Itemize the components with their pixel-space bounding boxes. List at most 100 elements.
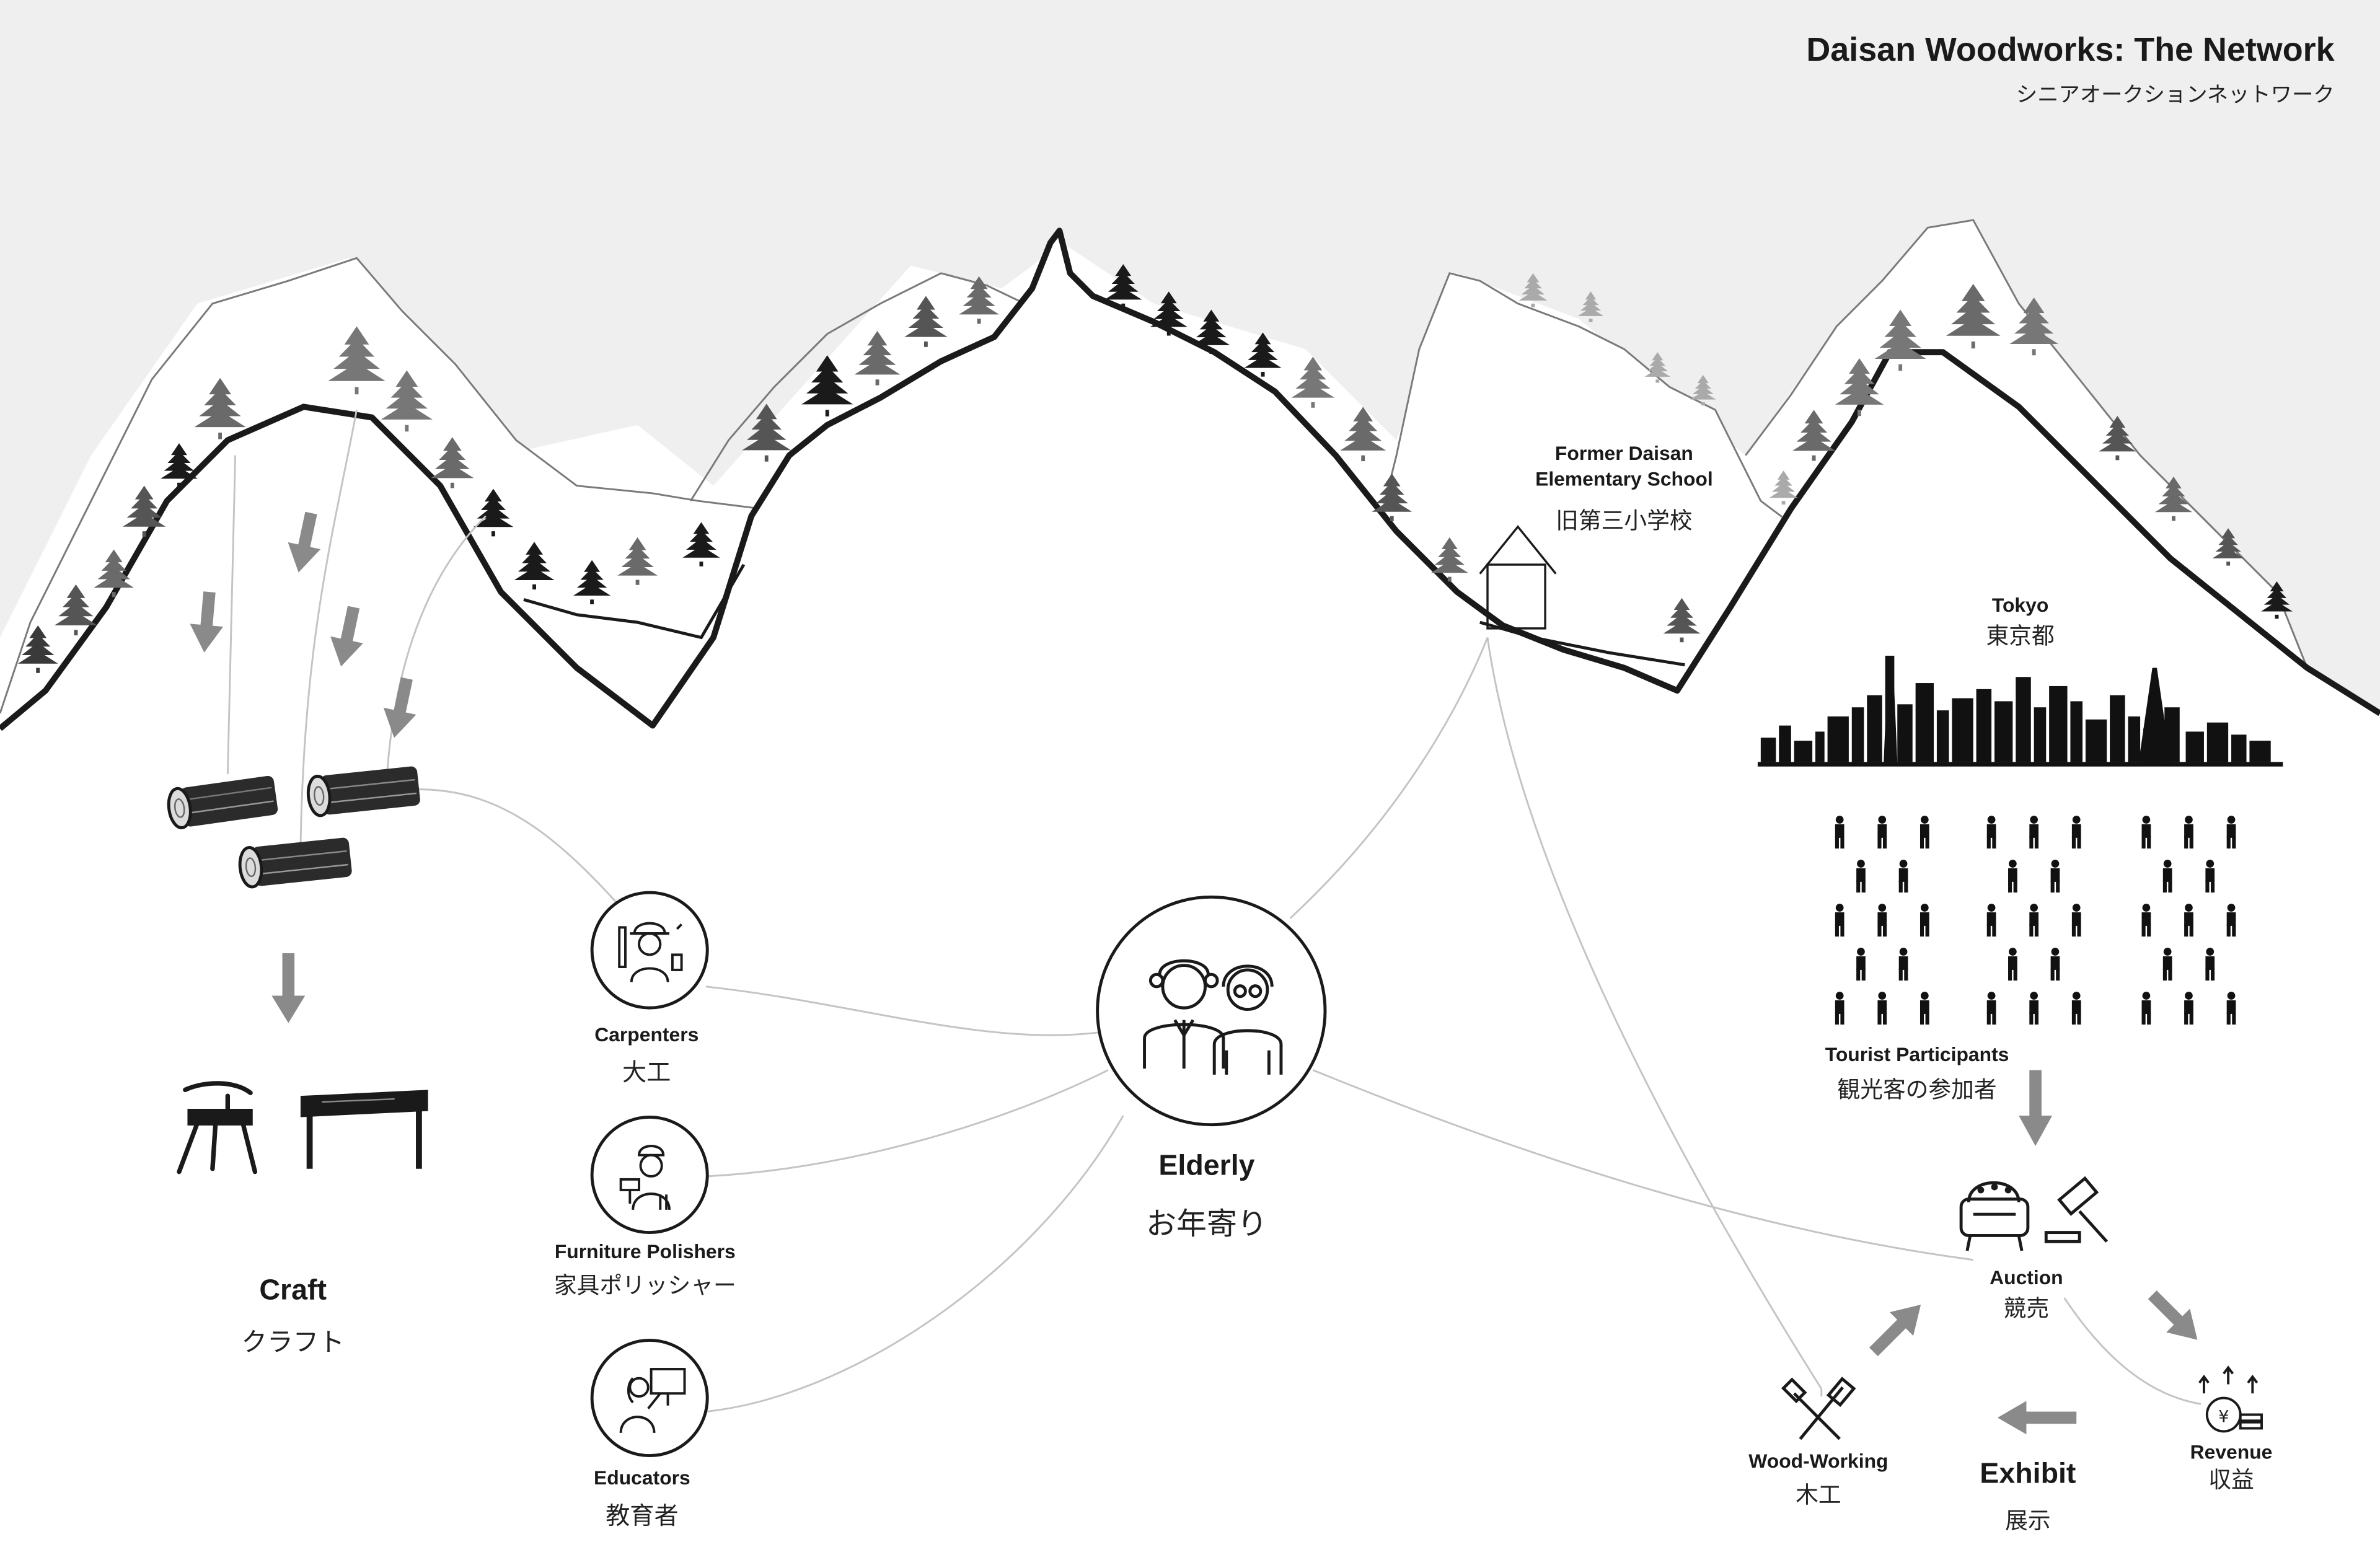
person-icon (2071, 816, 2081, 848)
polisher-node (590, 1116, 709, 1235)
tokyo-label: Tokyo (1991, 593, 2049, 617)
carpenter-label-block: Carpenters 大工 (555, 1023, 738, 1088)
educator-node (590, 1339, 709, 1458)
arrow-icon (2148, 1290, 2198, 1340)
pine-tree-icon (742, 403, 791, 462)
pine-tree-icon (1192, 309, 1230, 354)
revenue-label: Revenue (2190, 1440, 2273, 1463)
arrow-icon (2019, 1070, 2053, 1146)
pine-tree-icon (1291, 356, 1335, 408)
pine-tree-icon (573, 560, 611, 604)
pine-tree-icon (904, 296, 948, 347)
connector-lines (226, 409, 2202, 1413)
craft-label-ja: クラフト (241, 1328, 345, 1357)
revenue-coin-icon: ¥ (2198, 1365, 2263, 1433)
pine-tree-icon (473, 488, 514, 537)
person-icon (2141, 992, 2151, 1025)
person-icon (1986, 992, 1996, 1025)
pine-tree-icon (1644, 352, 1671, 383)
exhibit-label-ja: 展示 (2005, 1509, 2051, 1535)
log-icon (238, 837, 352, 889)
pine-tree-icon (1663, 597, 1701, 643)
person-icon (2050, 948, 2060, 981)
tokyo-label-ja: 東京都 (1986, 624, 2055, 650)
auction-label: Auction (1990, 1266, 2063, 1289)
exhibit-label: Exhibit (1980, 1458, 2076, 1491)
pine-tree-icon (617, 537, 658, 585)
person-icon (2141, 816, 2151, 848)
auction-label-ja: 競売 (2003, 1296, 2050, 1323)
carpenter-label: Carpenters (594, 1023, 699, 1046)
pine-tree-icon (801, 355, 853, 416)
pine-tree-icon (1769, 470, 1798, 505)
person-icon (1986, 904, 1996, 937)
arrow-icon (271, 953, 306, 1023)
back-ridge-school (1372, 272, 1792, 547)
person-icon (1898, 948, 1908, 981)
pine-tree-icon (328, 326, 386, 395)
woodworking-label-ja: 木工 (1796, 1483, 1841, 1509)
person-icon (2162, 860, 2172, 893)
person-icon (2205, 860, 2215, 893)
person-icon (1835, 992, 1844, 1025)
person-icon (2029, 992, 2039, 1025)
pine-tree-icon (17, 625, 58, 673)
person-icon (2184, 816, 2193, 848)
school-label: Former Daisan Elementary School (1535, 441, 1713, 491)
person-icon (2008, 948, 2017, 981)
person-icon (1986, 816, 1996, 848)
pine-tree-icon (194, 377, 246, 439)
person-icon (1898, 860, 1908, 893)
person-icon (1919, 904, 1929, 937)
pine-tree-icon (1372, 474, 1413, 521)
educator-label-block: Educators 教育者 (551, 1466, 733, 1532)
person-icon (2162, 948, 2172, 981)
woodworking-label-block: Wood-Working 木工 (1727, 1450, 1910, 1510)
person-icon (2226, 816, 2236, 848)
pine-tree-icon (381, 370, 433, 432)
pine-tree-icon (1150, 291, 1188, 336)
tourist-label-ja: 観光客の参加者 (1837, 1077, 1997, 1104)
pine-tree-icon (1577, 291, 1604, 322)
person-icon (2071, 904, 2081, 937)
revenue-label-block: Revenue 収益 (2171, 1440, 2292, 1495)
polisher-icon (619, 1145, 671, 1210)
person-icon (1835, 904, 1844, 937)
arrow-icon (288, 511, 321, 573)
gavel-icon (2044, 1176, 2109, 1243)
pine-tree-icon (2212, 528, 2244, 566)
page-title: Daisan Woodworks: The Network (1806, 30, 2335, 69)
pine-tree-icon (854, 330, 901, 386)
elderly-label: Elderly (1158, 1150, 1255, 1183)
table-icon (300, 1090, 428, 1169)
pine-tree-icon (94, 549, 134, 597)
exhibit-label-block: Exhibit 展示 (1952, 1458, 2104, 1536)
revenue-label-ja: 収益 (2208, 1468, 2254, 1494)
carpenter-node (590, 891, 709, 1010)
person-icon (1919, 816, 1929, 848)
pine-tree-icon (1946, 283, 2001, 349)
person-icon (2184, 904, 2193, 937)
person-icon (1877, 992, 1887, 1025)
tourist-label: Tourist Participants (1825, 1042, 2009, 1066)
educator-label: Educators (594, 1466, 690, 1489)
page-subtitle: シニアオークションネットワーク (2016, 82, 2335, 107)
person-icon (1835, 816, 1844, 848)
pine-tree-icon (959, 276, 1000, 324)
pine-tree-icon (122, 485, 166, 537)
polisher-label-ja: 家具ポリッシャー (553, 1273, 736, 1300)
person-icon (2050, 860, 2060, 893)
person-icon (2141, 904, 2151, 937)
educator-icon (619, 1368, 686, 1434)
diagram-title-block: Daisan Woodworks: The Network シニアオークションネ… (1806, 30, 2334, 109)
elderly-label-ja: お年寄り (1145, 1208, 1267, 1242)
person-icon (2029, 816, 2039, 848)
pine-tree-icon (1340, 407, 1386, 462)
svg-text:¥: ¥ (2218, 1408, 2229, 1427)
pine-tree-icon (160, 443, 198, 488)
pine-tree-icon (1430, 537, 1468, 582)
pine-tree-icon (682, 522, 720, 566)
pine-tree-icon (1792, 410, 1836, 461)
